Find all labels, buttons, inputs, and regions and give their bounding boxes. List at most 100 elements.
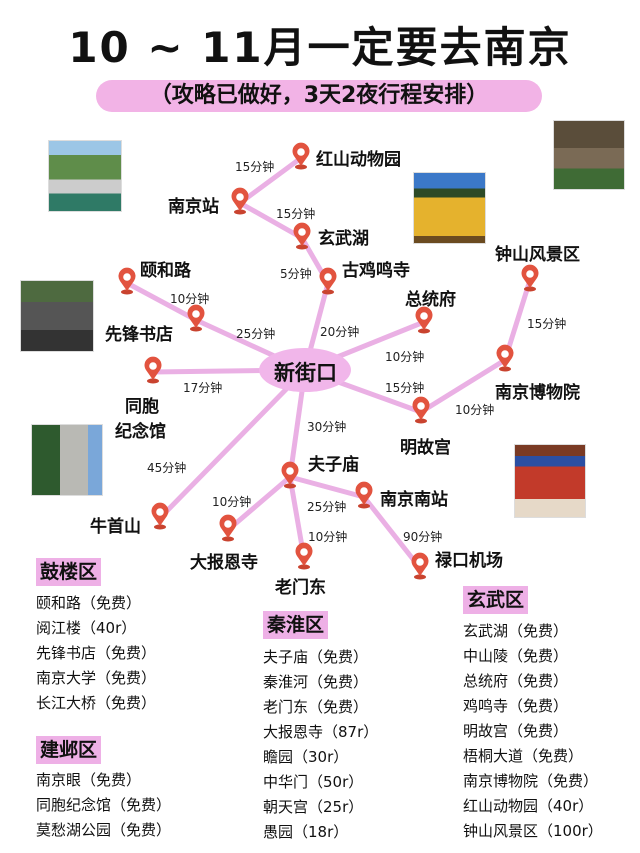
photo-museum <box>514 444 586 518</box>
location-pin-icon <box>293 222 311 250</box>
route-edge <box>362 495 422 570</box>
location-pin-icon <box>292 142 310 170</box>
location-label: 颐和路 <box>140 261 191 281</box>
attraction-item: 长江大桥（免费） <box>36 694 157 712</box>
district-header-gulou: 鼓楼区 <box>36 558 102 586</box>
route-edge <box>419 357 507 415</box>
travel-time-label: 25分钟 <box>236 327 276 341</box>
travel-time-label: 15分钟 <box>235 160 275 174</box>
travel-time-label: 5分钟 <box>280 267 312 281</box>
location-label: 牛首山 <box>90 517 141 537</box>
travel-time-label: 15分钟 <box>385 381 425 395</box>
location-pin-icon <box>415 306 433 334</box>
photo-memorial <box>31 424 103 496</box>
travel-time-label: 20分钟 <box>320 325 360 339</box>
location-pin-icon <box>151 502 169 530</box>
attraction-item: 瞻园（30r） <box>263 748 349 766</box>
district-header-xuanwu: 玄武区 <box>463 586 529 614</box>
travel-time-label: 25分钟 <box>307 500 347 514</box>
route-edge <box>158 368 307 520</box>
attraction-item: 老门东（免费） <box>263 698 369 716</box>
location-label: 红山动物园 <box>316 150 401 170</box>
attraction-item: 同胞纪念馆（免费） <box>36 796 172 814</box>
location-pin-icon <box>355 481 373 509</box>
attraction-item: 大报恩寺（87r） <box>263 723 379 741</box>
photo-statue-hall <box>553 120 625 190</box>
travel-time-label: 10分钟 <box>455 403 495 417</box>
location-label: 钟山风景区 <box>495 245 580 265</box>
location-pin-icon <box>496 344 514 372</box>
attraction-item: 南京眼（免费） <box>36 771 142 789</box>
travel-time-label: 45分钟 <box>147 461 187 475</box>
attraction-item: 明故宫（免费） <box>463 722 569 740</box>
photo-bookstore <box>20 280 94 352</box>
travel-time-label: 10分钟 <box>170 292 210 306</box>
location-label-line2: 纪念馆 <box>115 422 166 442</box>
location-label: 南京博物院 <box>495 383 580 403</box>
route-edge <box>238 200 304 241</box>
location-pin-icon <box>281 461 299 489</box>
location-pin-icon <box>118 267 136 295</box>
location-label: 禄口机场 <box>435 551 503 571</box>
hub-label: 新街口 <box>274 361 337 385</box>
route-edge <box>226 475 292 532</box>
location-label: 明故宫 <box>400 438 451 458</box>
travel-time-label: 15分钟 <box>527 317 567 331</box>
district-list-qinhuai: 夫子庙（免费） 秦淮河（免费） 老门东（免费） 大报恩寺（87r） 瞻园（30r） 中华门… <box>263 645 378 845</box>
travel-time-label: 10分钟 <box>212 495 252 509</box>
route-edge <box>125 280 198 323</box>
route-edge <box>289 474 365 500</box>
location-pin-icon <box>319 267 337 295</box>
attraction-item: 阅江楼（40r） <box>36 619 137 637</box>
page-title: 10 ~ 11月一定要去南京 <box>68 23 572 72</box>
location-pin-icon <box>219 514 237 542</box>
travel-time-label: 10分钟 <box>308 530 348 544</box>
attraction-item: 先锋书店（免费） <box>36 644 157 662</box>
location-label: 南京站 <box>168 197 219 217</box>
location-pin-icon <box>411 552 429 580</box>
location-label: 古鸡鸣寺 <box>342 261 410 281</box>
location-label: 先锋书店 <box>105 325 173 345</box>
attraction-item: 红山动物园（40r） <box>463 797 594 815</box>
district-list-jianye: 南京眼（免费） 同胞纪念馆（免费） 莫愁湖公园（免费） <box>36 768 171 843</box>
photo-gate <box>48 140 122 212</box>
location-label: 同胞 <box>125 397 159 417</box>
district-list-xuanwu: 玄武湖（免费）中山陵（免费）总统府（免费）鸡鸣寺（免费）明故宫（免费）梧桐大道（… <box>463 619 603 844</box>
travel-time-label: 10分钟 <box>385 350 425 364</box>
location-pin-icon <box>187 304 205 332</box>
location-label: 南京南站 <box>380 490 448 510</box>
attraction-item: 南京博物院（免费） <box>463 772 599 790</box>
route-edge <box>238 155 303 206</box>
location-pin-icon <box>144 356 162 384</box>
location-pin-icon <box>295 542 313 570</box>
location-label: 总统府 <box>405 290 456 310</box>
district-list-gulou: 颐和路（免费） 阅江楼（40r） 先锋书店（免费） 南京大学（免费） 长江大桥（免费） <box>36 591 156 716</box>
location-pin-icon <box>412 396 430 424</box>
attraction-item: 玄武湖（免费） <box>463 622 569 640</box>
location-label: 老门东 <box>275 578 326 598</box>
attraction-item: 鸡鸣寺（免费） <box>463 697 569 715</box>
attraction-item: 朝天宫（25r） <box>263 798 364 816</box>
travel-time-label: 15分钟 <box>276 207 316 221</box>
subtitle-banner: （攻略已做好，3天2夜行程安排） <box>96 80 542 112</box>
attraction-item: 南京大学（免费） <box>36 669 157 687</box>
hub-ellipse <box>259 348 351 392</box>
attraction-item: 总统府（免费） <box>463 672 569 690</box>
location-label: 玄武湖 <box>318 229 369 249</box>
location-label: 夫子庙 <box>308 455 359 475</box>
photo-temple <box>413 172 486 244</box>
attraction-item: 夫子庙（免费） <box>263 648 369 666</box>
district-header-jianye: 建邺区 <box>36 736 102 764</box>
location-pin-icon <box>521 264 539 292</box>
location-pin-icon <box>231 187 249 215</box>
district-header-qinhuai: 秦淮区 <box>263 611 329 639</box>
attraction-item: 钟山风景区（100r） <box>463 822 603 840</box>
attraction-item: 颐和路（免费） <box>36 594 142 612</box>
attraction-item: 秦淮河（免费） <box>263 673 369 691</box>
attraction-item: 中华门（50r） <box>263 773 364 791</box>
travel-time-label: 30分钟 <box>307 420 347 434</box>
attraction-item: 莫愁湖公园（免费） <box>36 821 172 839</box>
attraction-item: 中山陵（免费） <box>463 647 569 665</box>
travel-time-label: 90分钟 <box>403 530 443 544</box>
